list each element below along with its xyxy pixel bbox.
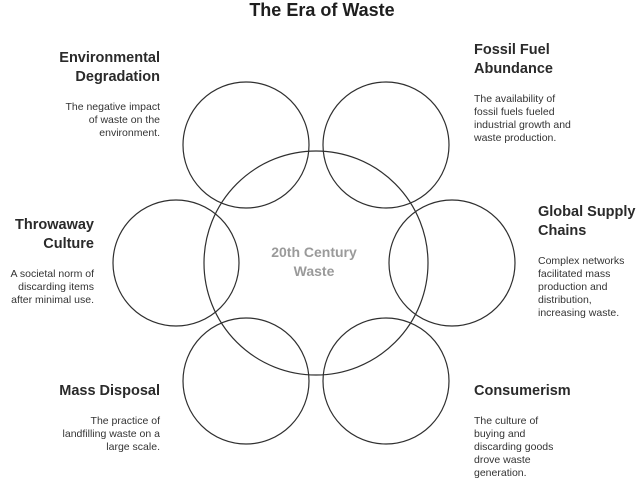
label-throwaway-culture: Throwaway Culture A societal norm of dis… xyxy=(0,216,94,307)
diagram-title: The Era of Waste xyxy=(249,0,395,20)
desc-environmental-degradation: The negative impact of waste on the envi… xyxy=(65,101,160,139)
circle-fossil-fuel-abundance xyxy=(322,81,450,209)
circle-throwaway-culture xyxy=(112,199,240,327)
label-consumerism: Consumerism The culture of buying and di… xyxy=(474,382,634,480)
label-mass-disposal: Mass Disposal The practice of landfillin… xyxy=(0,382,160,454)
circle-global-supply-chains xyxy=(388,199,516,327)
heading-fossil-fuel-abundance: Fossil Fuel Abundance xyxy=(474,42,553,77)
heading-throwaway-culture: Throwaway Culture xyxy=(15,217,94,252)
heading-global-supply-chains: Global Supply Chains xyxy=(538,204,636,239)
center-circle xyxy=(203,150,429,376)
circle-consumerism xyxy=(322,317,450,445)
heading-mass-disposal: Mass Disposal xyxy=(59,383,160,399)
circle-environmental-degradation xyxy=(182,81,310,209)
heading-environmental-degradation: Environmental Degradation xyxy=(59,50,160,85)
heading-consumerism: Consumerism xyxy=(474,383,571,399)
desc-mass-disposal: The practice of landfilling waste on a l… xyxy=(62,415,160,453)
desc-throwaway-culture: A societal norm of discarding items afte… xyxy=(10,268,94,306)
circle-mass-disposal xyxy=(182,317,310,445)
center-label-line1: 20th Century xyxy=(271,244,357,260)
desc-fossil-fuel-abundance: The availability of fossil fuels fueled … xyxy=(474,93,571,144)
label-environmental-degradation: Environmental Degradation The negative i… xyxy=(0,49,160,140)
center-label-line2: Waste xyxy=(294,263,335,279)
label-global-supply-chains: Global Supply Chains Complex networks fa… xyxy=(538,203,644,320)
desc-consumerism: The culture of buying and discarding goo… xyxy=(474,415,554,479)
desc-global-supply-chains: Complex networks facilitated mass produc… xyxy=(538,255,625,319)
label-fossil-fuel-abundance: Fossil Fuel Abundance The availability o… xyxy=(474,41,634,145)
